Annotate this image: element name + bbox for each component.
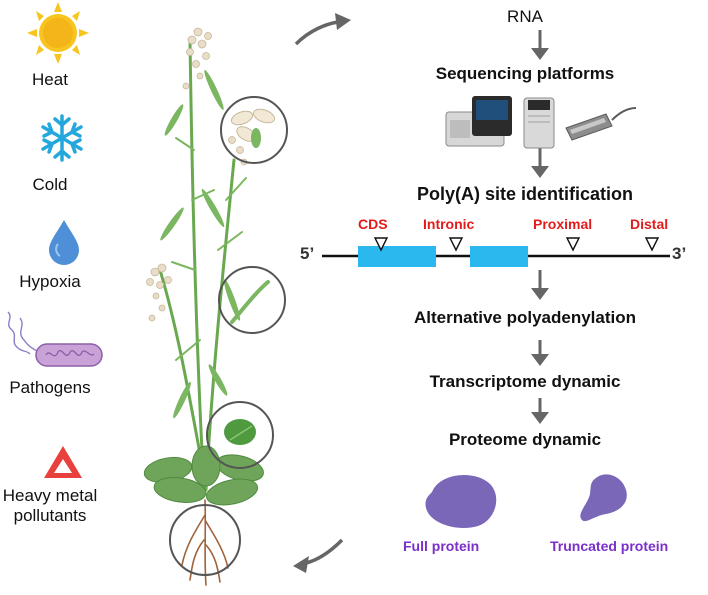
- site-label-cds: CDS: [358, 216, 388, 232]
- site-label-distal: Distal: [630, 216, 669, 232]
- alternative-polyadenylation-label: Alternative polyadenylation: [414, 308, 636, 327]
- flower-closeup-circle: [220, 96, 288, 164]
- proteome-dynamic-label: Proteome dynamic: [448, 430, 602, 449]
- nanopore-device-icon: [565, 107, 637, 141]
- three-prime-label: 3’: [672, 244, 687, 263]
- stress-label-heat: Heat: [32, 70, 68, 89]
- root-closeup-circle: [169, 504, 241, 576]
- gene-model: [322, 237, 670, 267]
- flow-arrow: [531, 398, 549, 424]
- flow-arrow: [531, 30, 549, 60]
- cds-site-marker: [373, 237, 389, 252]
- stress-label-cold: Cold: [32, 175, 68, 194]
- full-protein-label: Full protein: [403, 538, 480, 554]
- proximal-site-marker: [565, 237, 581, 252]
- rna-label: RNA: [507, 7, 543, 26]
- bacterium-icon: [7, 311, 103, 367]
- full-protein-shape: [425, 474, 497, 528]
- sequencer-device-icon: [445, 96, 512, 147]
- exon-2: [470, 246, 528, 267]
- leaf-closeup-circle: [218, 266, 286, 334]
- truncated-protein-shape: [580, 474, 627, 522]
- distal-site-marker: [644, 237, 660, 252]
- flow-arrow: [531, 270, 549, 300]
- transcriptome-dynamic-label: Transcriptome dynamic: [429, 372, 621, 391]
- stress-label-pathogens: Pathogens: [9, 378, 91, 397]
- plant-illustration: [143, 27, 264, 586]
- flow-arrow: [531, 340, 549, 366]
- stress-label-hypoxia: Hypoxia: [19, 272, 81, 291]
- rosette-leaf-closeup-circle: [206, 401, 274, 469]
- polya-site-identification-label: Poly(A) site identification: [416, 184, 634, 204]
- intronic-site-marker: [448, 237, 464, 252]
- site-label-proximal: Proximal: [533, 216, 593, 232]
- sun-icon: [27, 2, 89, 64]
- sequencing-platforms-label: Sequencing platforms: [435, 64, 615, 83]
- warning-triangle-icon: [44, 446, 82, 478]
- truncated-protein-label: Truncated protein: [550, 538, 669, 554]
- five-prime-label: 5’: [300, 244, 315, 263]
- snowflake-icon: [41, 114, 83, 162]
- exon-1: [358, 246, 436, 267]
- bottom-curved-arrow: [293, 538, 344, 573]
- top-curved-arrow: [294, 13, 351, 46]
- sequencer-tower-icon: [523, 97, 555, 149]
- site-label-intronic: Intronic: [423, 216, 475, 232]
- flow-arrow: [531, 148, 549, 178]
- stress-label-heavy-metal: Heavy metal pollutants: [2, 486, 98, 526]
- water-drop-icon: [49, 220, 79, 265]
